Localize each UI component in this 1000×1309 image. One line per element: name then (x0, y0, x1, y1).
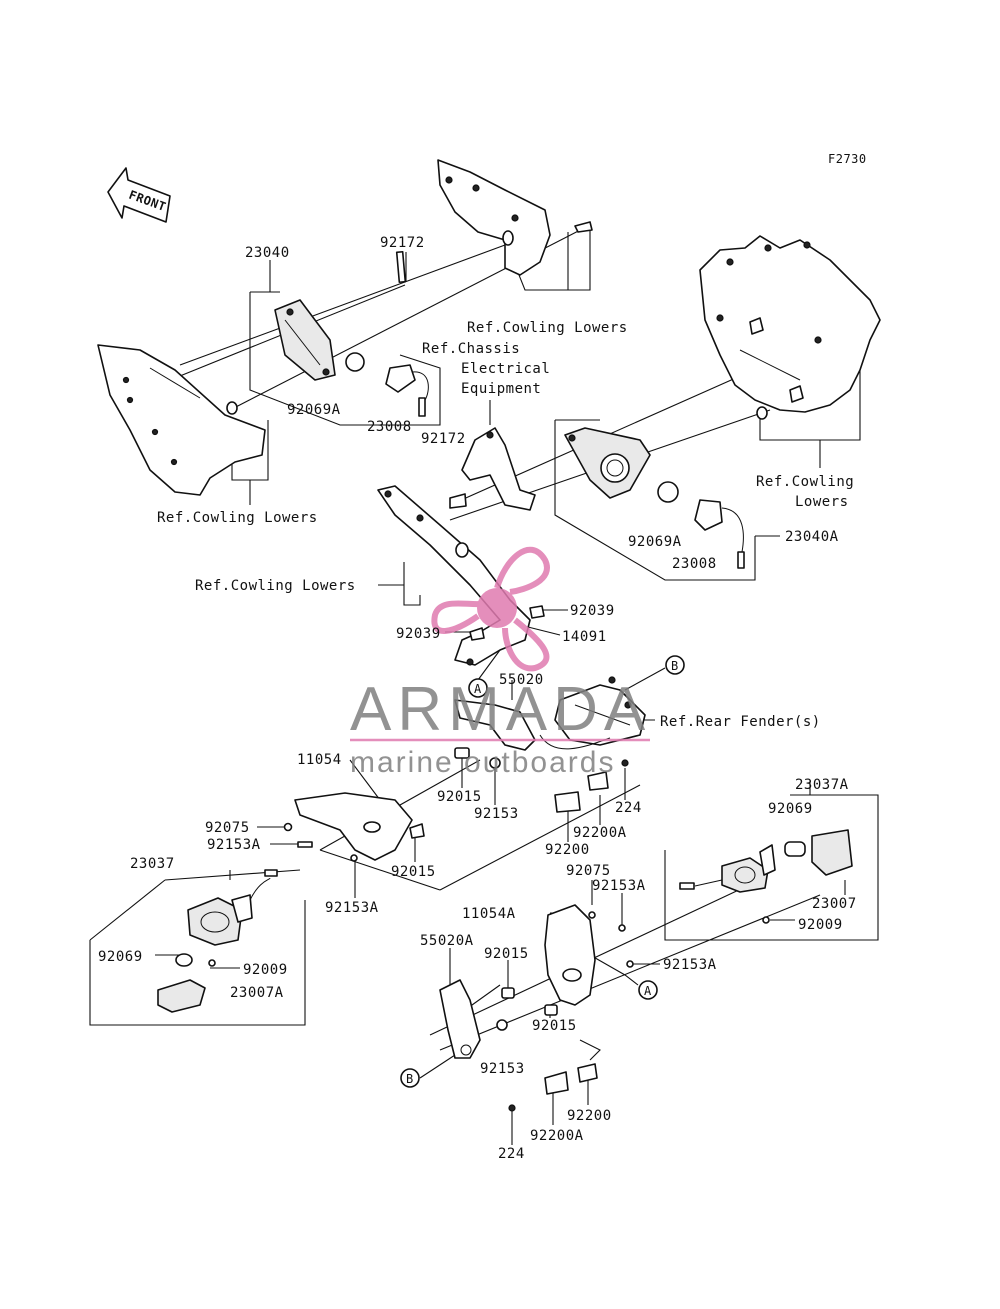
label-92009-left: 92009 (243, 962, 288, 978)
bracket-11054A (544, 904, 634, 1006)
cowling-panel-top (437, 159, 593, 276)
cowling-panel-left (97, 344, 266, 496)
label-92075-mid: 92075 (566, 863, 611, 879)
collar-92015-upper (454, 747, 501, 769)
label-92015-b: 92015 (391, 864, 436, 880)
label-92200A-a: 92200A (573, 825, 627, 841)
watermark-brand: ARMADA (350, 675, 651, 744)
label-23008-right: 23008 (672, 556, 717, 572)
label-92200A-b: 92200A (530, 1128, 584, 1144)
turn-signal-assembly-23040 (274, 250, 429, 417)
propeller-logo-icon (431, 546, 550, 672)
label-ref-rear-fender: Ref.Rear Fender(s) (660, 714, 821, 730)
label-ref-cowling-lowers-right-2: Lowers (795, 494, 849, 510)
label-23007: 23007 (812, 896, 857, 912)
label-55020A: 55020A (420, 933, 474, 949)
label-92153A-mid: 92153A (592, 878, 646, 894)
turn-signal-assembly-23040A (564, 427, 745, 569)
marker-circles (400, 655, 685, 1088)
label-92153-b: 92153 (480, 1061, 525, 1077)
label-23040A: 23040A (785, 529, 839, 545)
label-92075-left: 92075 (205, 820, 250, 836)
turn-signal-23037 (157, 869, 278, 1013)
label-23008-left: 23008 (367, 419, 412, 435)
label-23007A: 23007A (230, 985, 284, 1001)
label-92200-a: 92200 (545, 842, 590, 858)
label-92153A-lower: 92153A (325, 900, 379, 916)
label-ref-chassis-2: Electrical (461, 361, 550, 377)
label-23040: 23040 (245, 245, 290, 261)
watermark-tagline: marine outboards (350, 746, 615, 779)
label-circle-B-bottom: B (406, 1072, 414, 1086)
label-92153A-left: 92153A (207, 837, 261, 853)
label-11054A: 11054A (462, 906, 516, 922)
bracket-11054 (283, 792, 425, 862)
turn-signal-23037A (679, 829, 853, 924)
figure-code: F2730 (828, 152, 867, 166)
label-92069-left: 92069 (98, 949, 143, 965)
rear-fender-bracket-55020 (454, 676, 646, 751)
label-55020: 55020 (499, 672, 544, 688)
label-ref-cowling-lowers-right-1: Ref.Cowling (756, 474, 854, 490)
label-ref-chassis-1: Ref.Chassis (422, 341, 520, 357)
label-224-b: 224 (498, 1146, 525, 1162)
label-ref-chassis-3: Equipment (461, 381, 541, 397)
plate-92200-upper (554, 759, 629, 813)
chassis-electrical-bracket (449, 427, 536, 511)
label-92172-mid: 92172 (421, 431, 466, 447)
label-23037: 23037 (130, 856, 175, 872)
label-92039-left: 92039 (396, 626, 441, 642)
label-92153-a: 92153 (474, 806, 519, 822)
center-bracket-14091 (377, 485, 545, 666)
plate-92200-lower (508, 1063, 598, 1112)
label-circle-A-top: A (474, 682, 482, 696)
label-ref-cowling-lowers-left: Ref.Cowling Lowers (157, 510, 318, 526)
label-92039-right: 92039 (570, 603, 615, 619)
cowling-panel-right (699, 235, 881, 420)
label-circle-A-bottom: A (644, 984, 652, 998)
front-arrow-icon: FRONT (107, 167, 171, 223)
label-224-a: 224 (615, 800, 642, 816)
label-ref-cowling-lowers-top: Ref.Cowling Lowers (467, 320, 628, 336)
label-ref-cowling-lowers-mid: Ref.Cowling Lowers (195, 578, 356, 594)
label-92200-b: 92200 (567, 1108, 612, 1124)
label-92015-c: 92015 (484, 946, 529, 962)
label-23037A: 23037A (795, 777, 849, 793)
armada-watermark: ARMADA marine outboards (350, 546, 651, 779)
label-92172-top: 92172 (380, 235, 425, 251)
label-92015-a: 92015 (437, 789, 482, 805)
label-92009-right: 92009 (798, 917, 843, 933)
callout-labels: 23040 92172 Ref.Cowling Lowers Ref.Chass… (98, 235, 857, 1162)
label-circle-B-top: B (671, 659, 679, 673)
label-92069-right: 92069 (768, 801, 813, 817)
label-92015-d: 92015 (532, 1018, 577, 1034)
label-92069A-left: 92069A (287, 402, 341, 418)
label-14091: 14091 (562, 629, 607, 645)
label-11054: 11054 (297, 752, 342, 768)
label-92069A-right: 92069A (628, 534, 682, 550)
bracket-55020A (439, 979, 558, 1059)
label-92153A-right: 92153A (663, 957, 717, 973)
